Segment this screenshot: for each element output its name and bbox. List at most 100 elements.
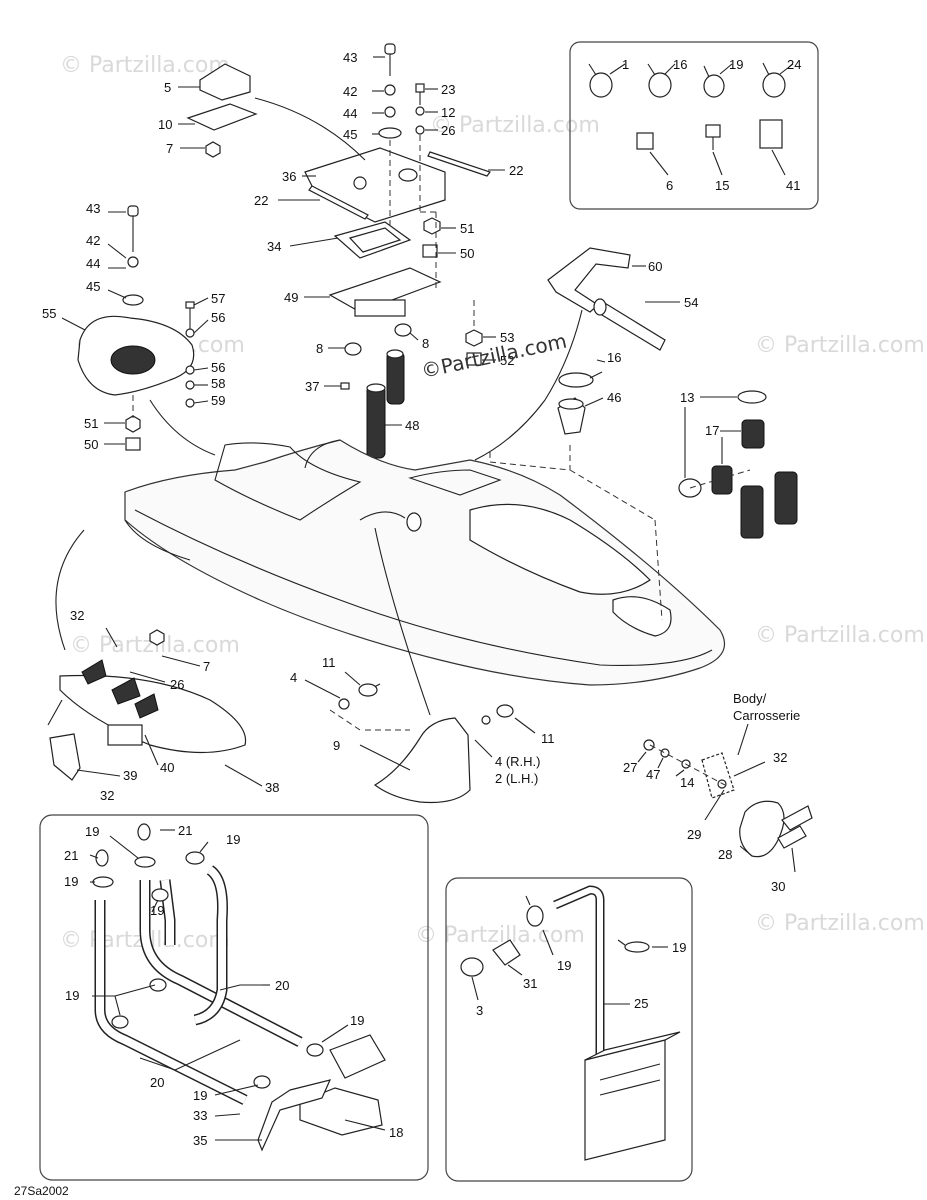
callout-57: 57	[211, 291, 225, 306]
callout-30: 30	[771, 879, 785, 894]
callout-50: 50	[84, 437, 98, 452]
callout-7: 7	[166, 141, 173, 156]
callout-41: 41	[786, 178, 800, 193]
callout-9: 9	[333, 738, 340, 753]
callout-60: 60	[648, 259, 662, 274]
bellows-group-13: 13 17	[678, 390, 798, 539]
callout-33: 33	[193, 1108, 207, 1123]
intake-grate-group: 32 7 26 40 39 32 38	[47, 529, 279, 803]
callout-13: 13	[680, 390, 694, 405]
callout-46: 46	[607, 390, 621, 405]
callout-54: 54	[684, 295, 698, 310]
callout-52: 52	[500, 353, 514, 368]
watermark: © Partzilla.com	[755, 623, 925, 648]
callout-6: 6	[666, 178, 673, 193]
callout-29: 29	[687, 827, 701, 842]
callout-19: 19	[729, 57, 743, 72]
callout-44: 44	[86, 256, 100, 271]
clamp-16	[647, 63, 672, 98]
callout-20: 20	[275, 978, 289, 993]
watermark: © Partzilla.com	[430, 113, 600, 138]
callout-19: 19	[64, 874, 78, 889]
callout-53: 53	[500, 330, 514, 345]
callout-14: 14	[680, 775, 694, 790]
inset-clamps: 1 16 19 24 6 15 41	[569, 41, 819, 210]
callout-19: 19	[65, 988, 79, 1003]
callout-19: 19	[557, 958, 571, 973]
vent-tube-group: 60 54 16 46	[474, 247, 698, 461]
callout-23: 23	[441, 82, 455, 97]
callout-20: 20	[150, 1075, 164, 1090]
callout-59: 59	[211, 393, 225, 408]
watermark: © Partzilla.com	[60, 53, 230, 78]
callout-24: 24	[787, 57, 801, 72]
callout-49: 49	[284, 290, 298, 305]
callout-11: 11	[322, 655, 336, 670]
callout-1: 1	[622, 57, 629, 72]
callout-50: 50	[460, 246, 474, 261]
callout-32: 32	[70, 608, 84, 623]
callout-26: 26	[170, 677, 184, 692]
callout-44: 44	[343, 106, 357, 121]
callout-19: 19	[193, 1088, 207, 1103]
callout-2-lh: 2 (L.H.)	[495, 771, 538, 786]
drain-plug-group: Body/ Carrosserie 27 47 14 29 32 28 30	[623, 691, 813, 894]
callout-56: 56	[211, 360, 225, 375]
callout-7: 7	[203, 659, 210, 674]
callout-55: 55	[42, 306, 56, 321]
watermark: © Partzilla.com	[755, 333, 925, 358]
callout-4: 4	[290, 670, 297, 685]
clamp-1	[588, 63, 613, 98]
bracket-group-5: 5 10 7	[158, 63, 258, 158]
callout-43: 43	[86, 201, 100, 216]
callout-42: 42	[343, 84, 357, 99]
callout-40: 40	[160, 760, 174, 775]
callout-12: 12	[441, 105, 455, 120]
diagram-code: 27Sa2002	[14, 1184, 69, 1198]
callout-22: 22	[254, 193, 268, 208]
callout-35: 35	[193, 1133, 207, 1148]
callout-19: 19	[672, 940, 686, 955]
callout-8: 8	[422, 336, 429, 351]
callout-32: 32	[773, 750, 787, 765]
side-panel-group: 4 11 9 11 4 (R.H.) 2 (L.H.)	[290, 655, 555, 804]
clip-41-shape	[759, 119, 783, 149]
callout-18: 18	[389, 1125, 403, 1140]
callout-19: 19	[226, 832, 240, 847]
callout-19: 19	[85, 824, 99, 839]
callout-56: 56	[211, 310, 225, 325]
callout-26: 26	[441, 123, 455, 138]
callout-37: 37	[305, 379, 319, 394]
inset-battery-vent: 19 19 31 3 25	[445, 877, 693, 1182]
body-label: Body/	[733, 691, 767, 706]
hull-body	[124, 439, 725, 716]
center-bracket-assembly: 43 42 44 45 23 12 26 22 36 22 34 51 50 4…	[254, 43, 523, 459]
clamp-19	[703, 65, 725, 98]
callout-21: 21	[64, 848, 78, 863]
callout-38: 38	[265, 780, 279, 795]
callout-42: 42	[86, 233, 100, 248]
callout-5: 5	[164, 80, 171, 95]
watermark: © Partzilla.com	[415, 923, 585, 948]
callout-4-rh: 4 (R.H.)	[495, 754, 541, 769]
callout-11: 11	[541, 731, 555, 746]
callout-39: 39	[123, 768, 137, 783]
callout-32: 32	[100, 788, 114, 803]
watermark: © Partzilla.com	[755, 911, 925, 936]
callout-10: 10	[158, 117, 172, 132]
callout-16: 16	[607, 350, 621, 365]
callout-27: 27	[623, 760, 637, 775]
callout-15: 15	[715, 178, 729, 193]
callout-19: 19	[150, 903, 164, 918]
inset-water-lines: 19 21 19 21 19 19 20 19 19 20 19 33 35 1…	[39, 814, 429, 1181]
callout-36: 36	[282, 169, 296, 184]
callout-43: 43	[343, 50, 357, 65]
callout-58: 58	[211, 376, 225, 391]
clamp-24	[762, 62, 786, 98]
body-label-fr: Carrosserie	[733, 708, 800, 723]
screw-15-shape	[705, 124, 721, 138]
callout-28: 28	[718, 847, 732, 862]
callout-3: 3	[476, 1003, 483, 1018]
callout-22: 22	[509, 163, 523, 178]
callout-34: 34	[267, 239, 281, 254]
